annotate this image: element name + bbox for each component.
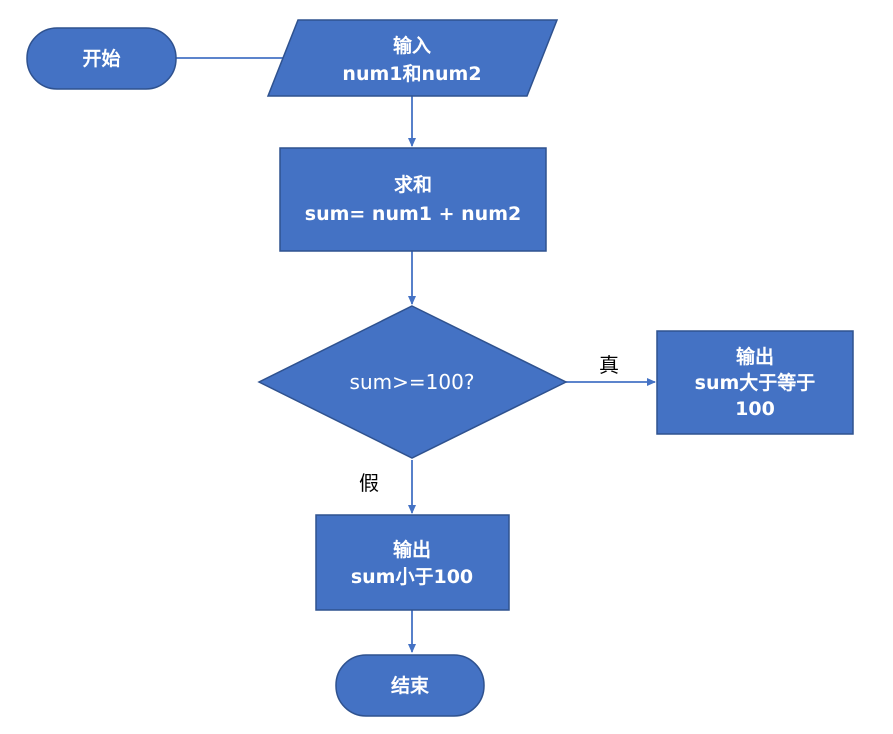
input-line1: 输入 [393,34,431,57]
out-true-line3: 100 [735,398,775,420]
out-false-line2: sum小于100 [351,566,473,588]
node-output-false: 输出 sum小于100 [315,514,510,611]
out-false-line1: 输出 [393,538,431,561]
input-line2: num1和num2 [342,62,481,85]
edge-label-true: 真 [599,353,619,377]
node-decision: sum>=100? [257,305,568,459]
sum-line2: sum= num1 + num2 [305,203,521,225]
node-sum: 求和 sum= num1 + num2 [279,147,547,252]
node-output-true: 输出 sum大于等于 100 [656,330,854,435]
start-label: 开始 [82,47,120,70]
node-end: 结束 [335,654,485,717]
node-input: 输入 num1和num2 [266,19,559,97]
out-true-line1: 输出 [736,345,774,368]
decision-label: sum>=100? [350,370,475,394]
out-true-line2: sum大于等于 [695,371,816,394]
end-label: 结束 [391,674,430,697]
edge-label-false: 假 [359,471,379,495]
sum-line1: 求和 [394,173,432,196]
node-start: 开始 [26,27,177,90]
